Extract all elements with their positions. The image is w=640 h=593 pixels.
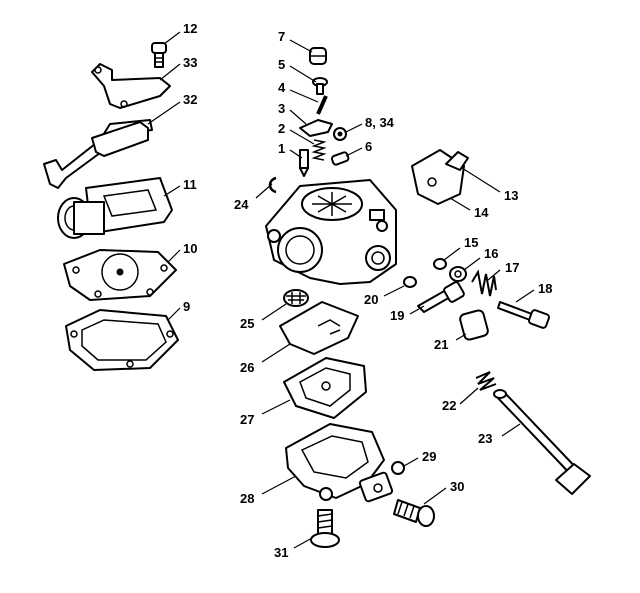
part-6-plug: [330, 151, 350, 166]
callout-3: 3: [278, 101, 285, 116]
callout-16: 16: [484, 246, 498, 261]
part-12-screw: [151, 42, 167, 68]
part-28-base: [285, 423, 394, 503]
callout-28: 28: [240, 491, 254, 506]
part-15-ring: [433, 258, 447, 270]
callout-29: 29: [422, 449, 436, 464]
callout-22: 22: [442, 398, 456, 413]
callout-14: 14: [474, 205, 489, 220]
callout-24: 24: [234, 197, 249, 212]
callout-11: 11: [183, 177, 197, 192]
carburetor-body: [265, 179, 397, 285]
part-20-ring: [403, 276, 417, 288]
part-16-washer: [449, 266, 467, 282]
callout-13: 13: [504, 188, 518, 203]
callout-7: 7: [278, 29, 285, 44]
part-17-spring: [471, 269, 497, 297]
callout-2: 2: [278, 121, 285, 136]
part-1-needle: [299, 149, 309, 177]
callout-32: 32: [183, 92, 197, 107]
callout-26: 26: [240, 360, 254, 375]
part-10-diaphragm: [63, 249, 177, 301]
part-23-shaft: [493, 389, 591, 495]
callout-17: 17: [505, 260, 519, 275]
callout-6: 6: [365, 139, 372, 154]
part-25-screen: [283, 289, 309, 307]
callout-23: 23: [478, 431, 492, 446]
part-13-lever: [445, 151, 469, 171]
part-21-cap: [459, 309, 489, 341]
callout-21: 21: [434, 337, 448, 352]
callout-10: 10: [183, 241, 197, 256]
callout-27: 27: [240, 412, 254, 427]
part-22-spring: [475, 371, 497, 391]
part-8-34: [333, 127, 347, 141]
callout-8-34: 8, 34: [365, 115, 395, 130]
part-29-ball: [391, 461, 405, 475]
part-33-bracket: [91, 63, 171, 109]
callout-33: 33: [183, 55, 197, 70]
callout-31: 31: [274, 545, 288, 560]
callout-4: 4: [278, 80, 286, 95]
part-27-plate: [283, 357, 367, 419]
callout-30: 30: [450, 479, 464, 494]
part-18-screw: [497, 301, 551, 329]
part-30-screw: [393, 499, 435, 527]
part-7: [309, 47, 327, 65]
part-5-screw: [312, 77, 328, 95]
callout-9: 9: [183, 299, 190, 314]
part-26-gasket: [279, 301, 359, 355]
callout-12: 12: [183, 21, 197, 36]
leader-lines: [147, 31, 535, 549]
part-19-needle: [417, 281, 465, 313]
callout-25: 25: [240, 316, 254, 331]
part-2-spring: [311, 139, 327, 161]
part-11-cover: [57, 177, 173, 239]
callouts: 12 33 32 11 10 9 7 5 4 3 2 1 8, 34 6 24 …: [183, 21, 552, 560]
part-32-lever: [43, 119, 153, 189]
callout-19: 19: [390, 308, 404, 323]
part-31-screw: [310, 509, 340, 548]
callout-15: 15: [464, 235, 478, 250]
callout-1: 1: [278, 141, 285, 156]
part-4-pin: [316, 95, 328, 115]
part-3-lever: [299, 119, 333, 137]
callout-5: 5: [278, 57, 285, 72]
callout-20: 20: [364, 292, 378, 307]
part-9-gasket: [65, 309, 179, 371]
callout-18: 18: [538, 281, 552, 296]
